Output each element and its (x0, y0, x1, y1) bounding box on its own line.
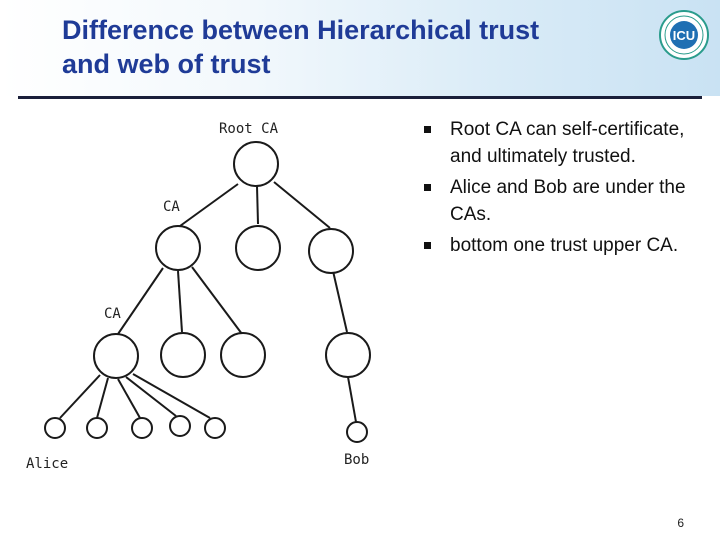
bullet-item: bottom one trust upper CA. (424, 232, 696, 259)
edge-ca2-to-leaf (132, 373, 211, 419)
trust-hierarchy-diagram: Root CA CA CA Alice Bob (26, 121, 371, 472)
bullet-text: bottom one trust upper CA. (450, 235, 679, 256)
edge-ca-to-node (191, 266, 243, 335)
square-bullet-icon (424, 242, 431, 249)
ca-node-level2 (93, 333, 139, 379)
edge-ca-to-node (177, 270, 183, 333)
edge-ca2-to-leaf (125, 376, 177, 417)
bullet-text: Root CA can self-certificate, and ultima… (450, 119, 685, 167)
tree-nodes (44, 141, 371, 443)
ca-sibling-node (308, 228, 354, 274)
edge-node-to-bob (347, 376, 357, 423)
bullet-list: Root CA can self-certificate, and ultima… (424, 116, 696, 263)
square-bullet-icon (424, 184, 431, 191)
bob-label: Bob (344, 452, 369, 468)
alice-label: Alice (26, 456, 68, 472)
leaf-node (204, 417, 226, 439)
ca-sibling-node (235, 225, 281, 271)
edge-ca2-to-alice (59, 374, 101, 419)
bullet-text: Alice and Bob are under the CAs. (450, 177, 686, 225)
icu-university-seal-icon: ICU (659, 10, 709, 60)
ca-node (155, 225, 201, 271)
edge-right-to-node (332, 270, 348, 333)
slide-title: Difference between Hierarchical trust an… (62, 13, 652, 81)
root-ca-node (233, 141, 279, 187)
header-background (0, 0, 720, 96)
leaf-node (169, 415, 191, 437)
slide-title-line-1: Difference between Hierarchical trust (62, 15, 540, 45)
bullet-item: Alice and Bob are under the CAs. (424, 174, 696, 228)
title-underline (18, 96, 702, 99)
edge-ca2-to-leaf (117, 378, 141, 419)
edge-root-to-mid (256, 185, 259, 225)
tree-edges (59, 181, 357, 423)
alice-leaf-node (44, 417, 66, 439)
leaf-node (131, 417, 153, 439)
bullet-item: Root CA can self-certificate, and ultima… (424, 116, 696, 170)
square-bullet-icon (424, 126, 431, 133)
edge-root-to-right (273, 181, 331, 229)
page-number: 6 (677, 516, 684, 530)
logo-text: ICU (673, 28, 695, 43)
edge-root-to-ca (179, 183, 239, 227)
edge-ca-to-ca2 (117, 267, 164, 335)
ca-sibling-node (325, 332, 371, 378)
root-ca-label: Root CA (219, 121, 279, 137)
ca-label-level2: CA (104, 306, 121, 322)
ca-label: CA (163, 199, 180, 215)
ca-sibling-node (220, 332, 266, 378)
ca-sibling-node (160, 332, 206, 378)
slide-title-line-2: and web of trust (62, 49, 271, 79)
bob-leaf-node (346, 421, 368, 443)
leaf-node (86, 417, 108, 439)
edge-ca2-to-leaf (96, 377, 109, 419)
